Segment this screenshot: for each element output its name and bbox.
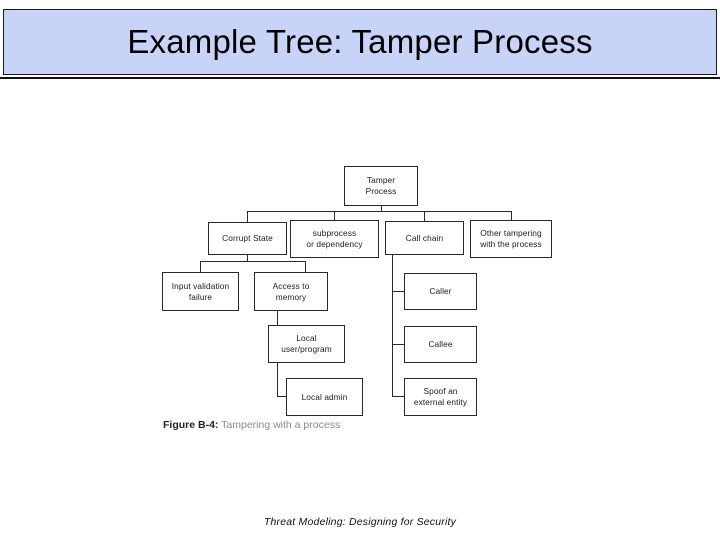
connector-bus-to-other-tampering: [511, 211, 513, 222]
page-title: Example Tree: Tamper Process: [127, 23, 593, 60]
connector-spine-to-callee: [392, 344, 404, 346]
node-line: Spoof an: [423, 386, 458, 397]
connector-row3-bus: [200, 261, 306, 263]
node-callee[interactable]: Callee: [404, 326, 477, 363]
node-line: Local: [296, 333, 317, 344]
connector-bus-to-input-validation: [200, 261, 202, 272]
figure-caption-label: Figure B-4:: [163, 419, 219, 431]
node-line: failure: [188, 291, 213, 302]
node-line: Input validation: [171, 280, 230, 291]
node-line: with the process: [480, 239, 542, 249]
node-line: memory: [275, 291, 307, 302]
node-line: Corrupt State: [222, 233, 273, 244]
connector-row2-bus: [247, 211, 511, 213]
connector-call-chain-spine: [392, 255, 394, 397]
slide-footer: Threat Modeling: Designing for Security: [263, 516, 457, 528]
node-line: Tamper: [366, 175, 396, 186]
slide-title-banner: Example Tree: Tamper Process: [3, 9, 717, 75]
connector-bus-to-access-memory: [305, 261, 307, 272]
node-line: external entity: [413, 397, 468, 407]
node-local-admin[interactable]: Local admin: [286, 378, 363, 416]
figure-caption: Figure B-4: Tampering with a process: [163, 419, 340, 431]
node-line: Process: [365, 186, 397, 196]
connector-bus-to-subprocess: [334, 211, 336, 222]
node-line: Call chain: [405, 232, 444, 243]
connector-spine-to-caller: [392, 291, 404, 293]
node-line: Caller: [429, 286, 452, 297]
connector-bus-to-corrupt-state: [247, 211, 249, 222]
node-line: Access to: [272, 280, 310, 291]
title-underline-rule: [0, 77, 720, 79]
connector-spine-to-local-admin: [277, 396, 286, 398]
node-call-chain[interactable]: Call chain: [385, 221, 464, 255]
node-corrupt-state[interactable]: Corrupt State: [208, 222, 287, 255]
node-caller[interactable]: Caller: [404, 273, 477, 310]
node-line: subprocess: [312, 228, 357, 239]
connector-corrupt-state-down: [247, 255, 249, 262]
node-line: Local admin: [301, 391, 348, 402]
connector-root-down: [380, 206, 382, 212]
node-line: or dependency: [306, 239, 363, 249]
connector-bus-to-call-chain: [424, 211, 426, 222]
connector-spine-to-spoof-external: [392, 396, 404, 398]
node-line: Other tampering: [480, 228, 542, 239]
node-line: Callee: [428, 339, 453, 350]
node-line: user/program: [281, 344, 332, 354]
figure-caption-text: Tampering with a process: [218, 419, 341, 431]
